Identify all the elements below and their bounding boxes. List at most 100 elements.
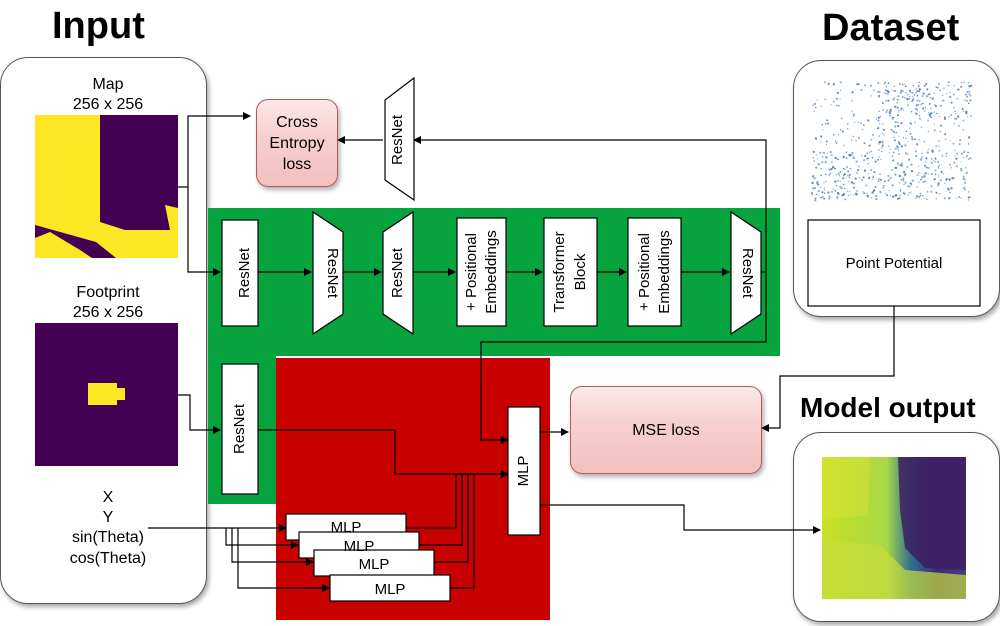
dataset-sample-point — [909, 182, 912, 185]
dataset-sample-point — [877, 81, 880, 85]
dataset-sample-point — [823, 81, 827, 84]
dataset-sample-point — [901, 90, 904, 93]
dataset-sample-point — [863, 84, 866, 87]
dataset-sample-point — [898, 197, 901, 200]
dataset-sample-point — [934, 104, 936, 106]
dataset-sample-point — [917, 165, 920, 168]
dataset-sample-point — [823, 182, 825, 184]
dataset-sample-point — [924, 175, 926, 177]
dataset-sample-point — [926, 151, 929, 154]
dataset-sample-point — [935, 105, 937, 108]
dataset-sample-point — [933, 92, 935, 94]
dataset-sample-point — [897, 149, 900, 151]
dataset-sample-point — [879, 178, 882, 181]
dataset-sample-point — [878, 178, 880, 180]
dataset-sample-point — [814, 197, 817, 200]
dataset-sample-point — [811, 181, 814, 185]
dataset-sample-point — [965, 171, 968, 174]
dataset-sample-point — [887, 82, 890, 84]
mlp-label-3: MLP — [359, 556, 390, 573]
dataset-sample-point — [916, 99, 919, 102]
dataset-sample-point — [878, 110, 880, 113]
positional-label-1b: Embeddings — [483, 230, 500, 313]
dataset-sample-point — [875, 197, 878, 201]
dataset-sample-point — [867, 163, 869, 165]
dataset-sample-point — [912, 85, 915, 87]
dataset-sample-point — [905, 130, 908, 133]
dataset-sample-point — [939, 130, 942, 133]
dataset-sample-point — [882, 185, 885, 187]
dataset-sample-point — [948, 116, 950, 118]
dataset-sample-point — [957, 115, 960, 118]
dataset-sample-point — [829, 150, 832, 154]
dataset-sample-point — [898, 82, 901, 86]
dataset-sample-point — [894, 147, 897, 150]
dataset-sample-point — [922, 195, 924, 197]
dataset-sample-point — [937, 82, 940, 85]
dataset-sample-point — [816, 180, 819, 184]
dataset-sample-point — [866, 192, 868, 194]
dataset-sample-point — [953, 106, 955, 109]
dataset-sample-point — [839, 180, 841, 183]
dataset-sample-point — [938, 149, 941, 152]
dataset-sample-point — [967, 199, 969, 201]
dataset-sample-point — [831, 165, 835, 169]
dataset-sample-point — [920, 156, 923, 159]
dataset-sample-point — [898, 182, 901, 184]
dataset-sample-point — [900, 122, 903, 125]
mlp-block-3 — [313, 549, 435, 577]
dataset-sample-point — [872, 191, 874, 193]
dataset-sample-point — [951, 177, 954, 180]
dataset-sample-point — [915, 154, 918, 158]
dataset-sample-point — [910, 169, 914, 173]
dataset-sample-point — [916, 174, 919, 177]
dataset-sample-point — [824, 173, 827, 176]
dataset-scatter-image — [811, 81, 973, 202]
dataset-sample-point — [969, 99, 972, 102]
dataset-sample-point — [927, 173, 929, 175]
dataset-sample-point — [928, 114, 932, 117]
dataset-sample-point — [835, 104, 838, 107]
input-heading: Input — [52, 5, 145, 47]
dataset-sample-point — [812, 150, 815, 153]
dataset-sample-point — [904, 144, 907, 147]
dataset-sample-point — [823, 152, 825, 154]
dataset-sample-point — [910, 135, 914, 138]
dataset-sample-point — [939, 179, 942, 182]
dataset-sample-point — [872, 176, 875, 179]
dataset-sample-point — [901, 83, 904, 86]
dataset-sample-point — [957, 88, 960, 91]
dataset-sample-point — [901, 96, 904, 98]
dataset-sample-point — [911, 100, 913, 103]
dataset-sample-point — [933, 111, 935, 113]
dataset-sample-point — [910, 163, 913, 166]
dataset-sample-point — [967, 136, 971, 139]
dataset-sample-point — [835, 185, 838, 187]
dataset-sample-point — [852, 186, 856, 189]
dataset-sample-point — [884, 192, 886, 194]
dataset-sample-point — [956, 153, 959, 155]
dataset-sample-point — [924, 164, 927, 167]
dataset-sample-point — [943, 117, 947, 121]
dataset-sample-point — [950, 114, 953, 116]
dataset-sample-point — [854, 177, 857, 180]
dataset-sample-point — [930, 97, 932, 99]
mlp-label-2: MLP — [344, 538, 375, 555]
dataset-sample-point — [870, 150, 872, 152]
dataset-sample-point — [877, 116, 880, 119]
dataset-sample-point — [891, 89, 893, 91]
dataset-sample-point — [839, 81, 842, 84]
dataset-sample-point — [849, 154, 852, 157]
transformer-label-b: Block — [572, 253, 589, 290]
dataset-sample-point — [898, 174, 902, 178]
dataset-sample-point — [850, 194, 852, 196]
positional-embeddings-block-2 — [627, 217, 682, 327]
dataset-sample-point — [881, 140, 883, 143]
dataset-sample-point — [816, 183, 820, 186]
dataset-sample-point — [836, 97, 838, 100]
dataset-sample-point — [930, 116, 932, 119]
dataset-sample-point — [870, 169, 872, 171]
dataset-sample-point — [863, 142, 866, 145]
dataset-sample-point — [857, 82, 860, 86]
